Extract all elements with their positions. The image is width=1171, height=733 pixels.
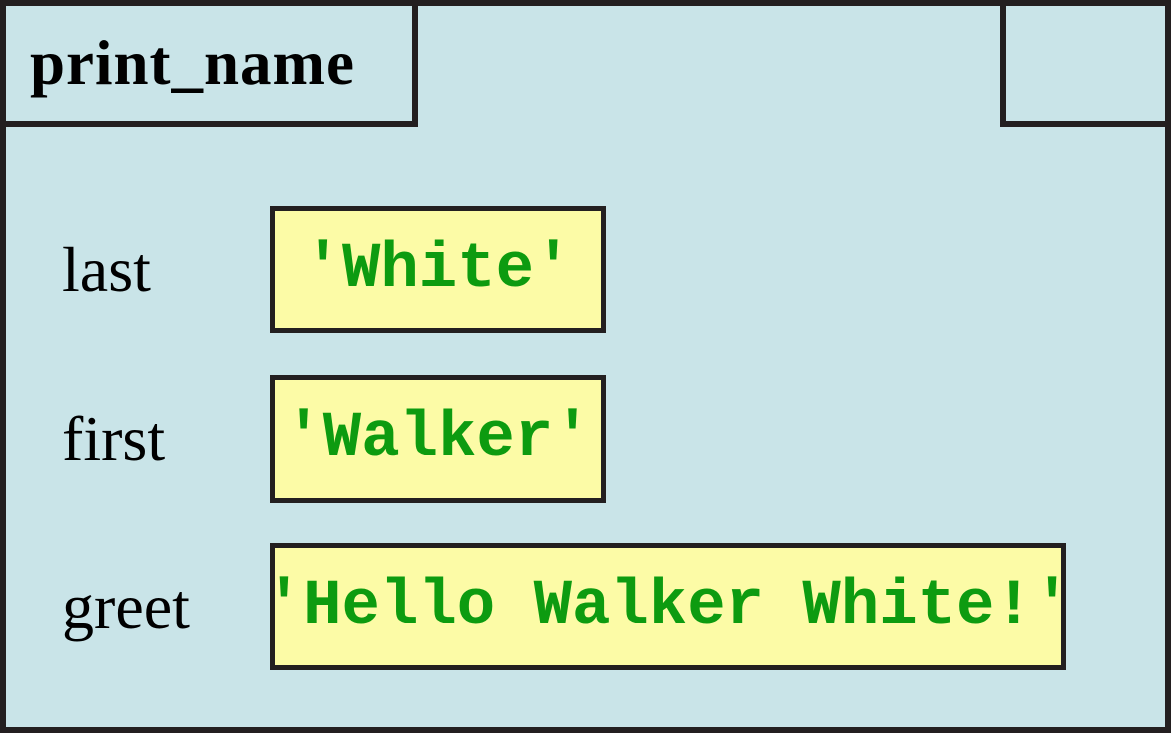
variable-label-greet: greet bbox=[62, 570, 190, 642]
corner-box bbox=[1000, 0, 1171, 127]
variable-value-box-greet: 'Hello Walker White!' bbox=[270, 543, 1066, 670]
variable-value-greet: 'Hello Walker White!' bbox=[270, 570, 1066, 643]
frame-title: print_name bbox=[30, 28, 355, 98]
variable-label-last: last bbox=[62, 233, 151, 305]
variable-label-first: first bbox=[62, 403, 166, 474]
variable-value-box-first: 'Walker' bbox=[270, 375, 606, 503]
frame-name-tab: print_name bbox=[0, 0, 418, 127]
variable-value-box-last: 'White' bbox=[270, 206, 606, 333]
variable-value-first: 'Walker' bbox=[284, 403, 592, 475]
variable-value-last: 'White' bbox=[303, 233, 573, 306]
